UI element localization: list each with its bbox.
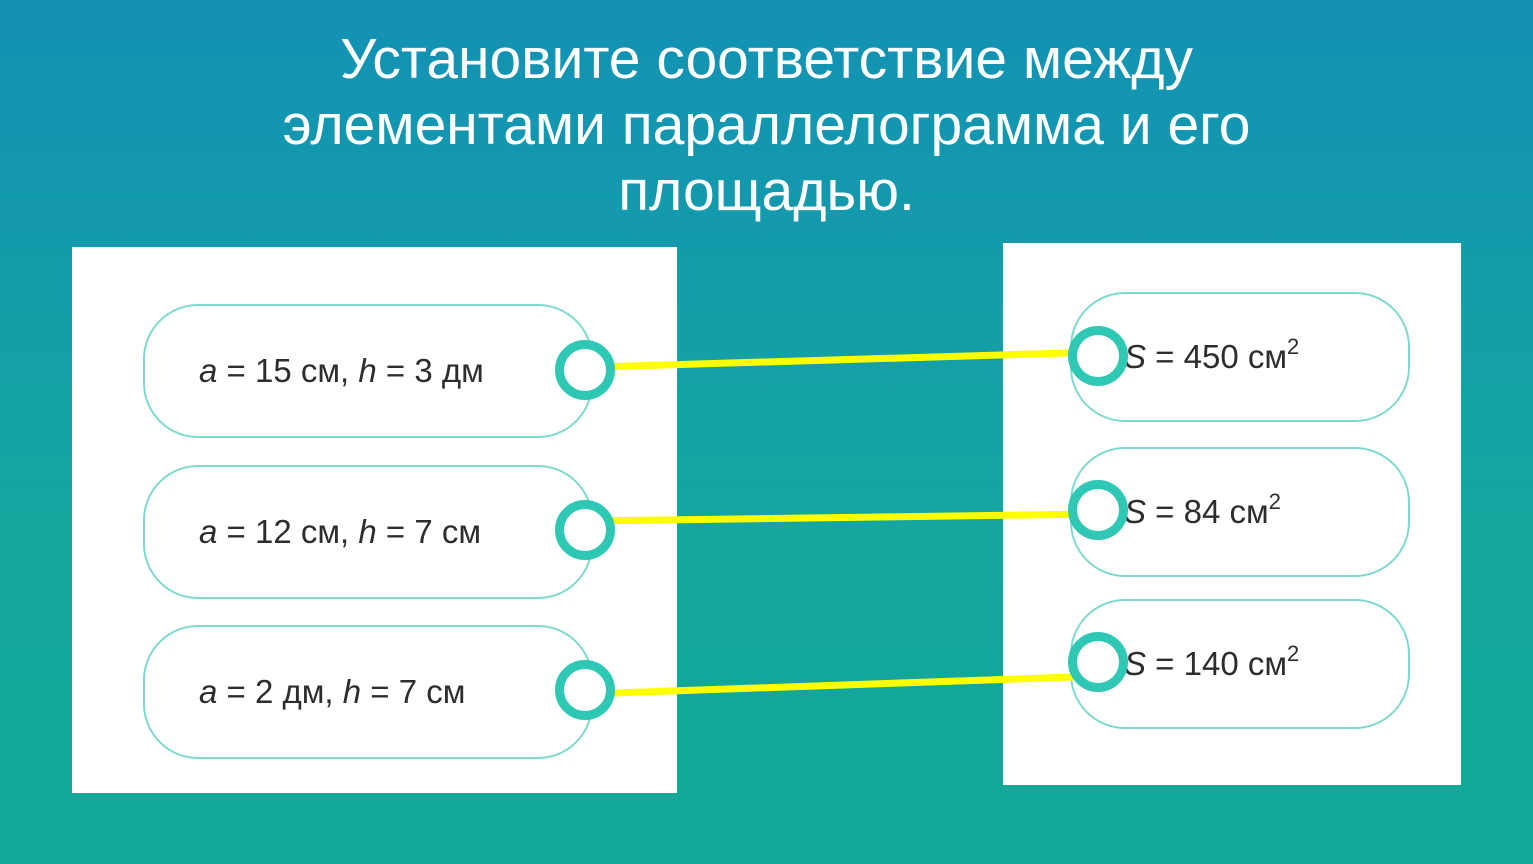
left-item-2-label: a = 12 см, h = 7 см bbox=[199, 513, 482, 550]
left-item-1[interactable]: a = 15 см, h = 3 дм bbox=[143, 304, 593, 438]
left-item-1-ring-icon[interactable] bbox=[555, 340, 615, 400]
page-title: Установите соответствие между элементами… bbox=[0, 26, 1533, 224]
right-item-3-ring-icon[interactable] bbox=[1068, 632, 1128, 692]
left-item-1-label: a = 15 см, h = 3 дм bbox=[199, 352, 484, 389]
title-line-2: элементами параллелограмма и его bbox=[282, 93, 1251, 157]
left-item-3-label: a = 2 дм, h = 7 см bbox=[199, 673, 466, 710]
right-item-1-label: S = 450 см2 bbox=[1124, 334, 1300, 376]
right-item-1-ring-icon[interactable] bbox=[1068, 326, 1128, 386]
left-item-2-ring-icon[interactable] bbox=[555, 500, 615, 560]
right-item-2[interactable]: S = 84 см2 bbox=[1070, 447, 1410, 577]
right-item-3[interactable]: S = 140 см2 bbox=[1070, 599, 1410, 729]
right-item-2-label: S = 84 см2 bbox=[1124, 489, 1281, 531]
left-item-2[interactable]: a = 12 см, h = 7 см bbox=[143, 465, 593, 599]
right-item-2-ring-icon[interactable] bbox=[1068, 480, 1128, 540]
right-item-3-label: S = 140 см2 bbox=[1124, 641, 1300, 683]
title-line-3: площадью. bbox=[618, 159, 915, 223]
title-line-1: Установите соответствие между bbox=[339, 27, 1194, 91]
left-item-3[interactable]: a = 2 дм, h = 7 см bbox=[143, 625, 593, 759]
left-item-3-ring-icon[interactable] bbox=[555, 660, 615, 720]
